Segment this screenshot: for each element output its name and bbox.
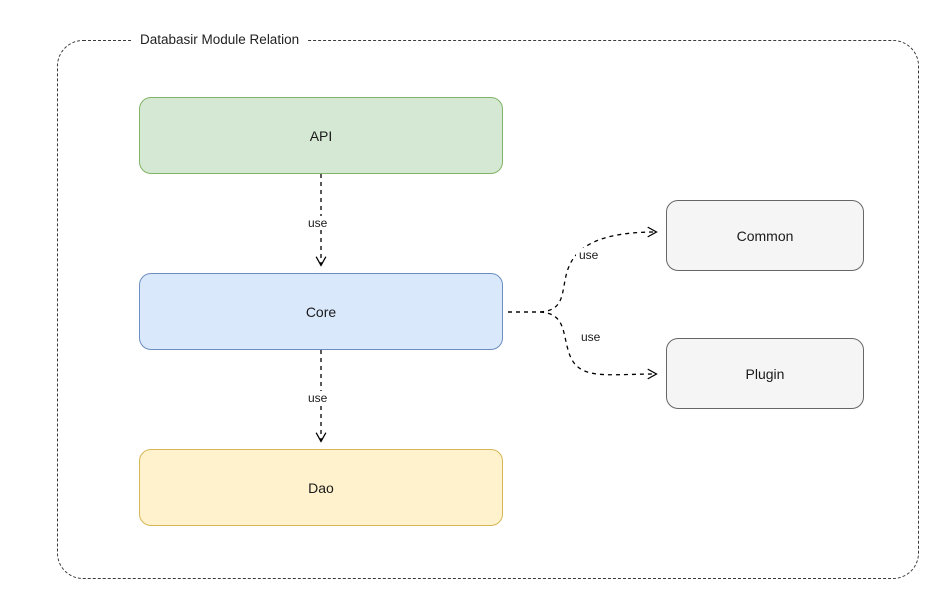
node-core-label: Core (305, 303, 337, 320)
edge-label-core-to-common: use (576, 248, 602, 262)
module-group-frame (57, 40, 919, 579)
node-dao[interactable]: Dao (139, 449, 503, 526)
node-api[interactable]: API (139, 97, 503, 174)
node-common[interactable]: Common (666, 200, 864, 271)
node-api-label: API (309, 127, 333, 144)
edge-label-api-to-core: use (305, 216, 331, 230)
diagram-title: Databasir Module Relation (131, 31, 309, 49)
node-plugin-label: Plugin (745, 365, 785, 382)
node-dao-label: Dao (308, 479, 334, 496)
node-common-label: Common (736, 227, 794, 244)
node-core[interactable]: Core (139, 273, 503, 350)
node-plugin[interactable]: Plugin (666, 338, 864, 409)
edge-label-core-to-dao: use (305, 391, 331, 405)
edge-label-core-to-plugin: use (578, 330, 604, 344)
